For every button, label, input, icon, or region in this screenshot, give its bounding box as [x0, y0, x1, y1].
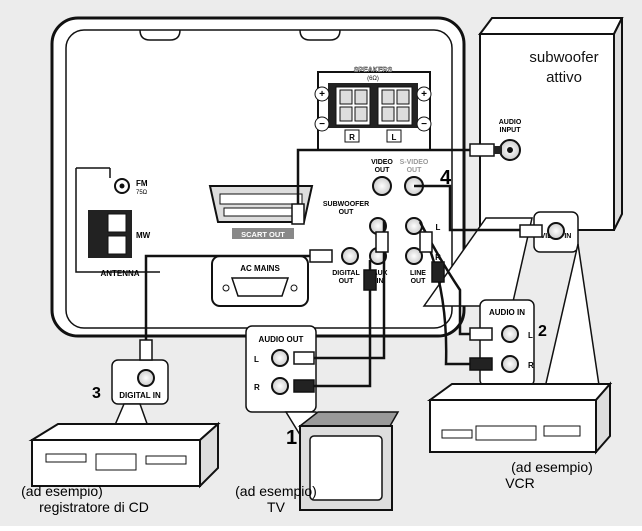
mw-label: MW	[136, 231, 151, 240]
subwoofer-title-2: attivo	[546, 69, 582, 86]
tv-caption-2: TV	[267, 499, 286, 515]
audio-input-label-1: AUDIO	[499, 119, 522, 126]
line-out-label-1: LINE	[410, 270, 426, 277]
subwoofer-cable	[296, 148, 470, 204]
fm-ohm-label: 75Ω	[136, 190, 148, 196]
cd-caption-1: (ad esempio)	[21, 483, 103, 499]
svideo-out-label-2: OUT	[407, 167, 423, 174]
video-out-jack[interactable]	[372, 176, 392, 196]
unit-jacks[interactable]	[341, 176, 424, 265]
vcr-step-number: 2	[538, 323, 547, 340]
digital-out-label-1: DIGITAL	[332, 270, 360, 277]
audio-input-label-2: INPUT	[500, 127, 522, 134]
subwoofer-out-label-2: OUT	[339, 209, 355, 216]
vcr-caption-1: (ad esempio)	[511, 459, 593, 475]
tv-caption-1: (ad esempio)	[235, 483, 317, 499]
aux-in-label-2: IN	[377, 278, 384, 285]
line-out-r-jack[interactable]	[405, 247, 423, 265]
line-out-label-2: OUT	[411, 278, 427, 285]
speaker-terminals[interactable]: SPEAKERS (6Ω) R L + − + −	[314, 67, 432, 151]
antenna-label: ANTENNA	[100, 269, 139, 278]
cd-digital-in-label: DIGITAL IN	[119, 391, 161, 400]
video-out-label-1: VIDEO	[371, 159, 393, 166]
ac-mains-socket[interactable]: AC MAINS	[211, 255, 309, 307]
tv-r-cable	[312, 260, 372, 388]
digital-out-jack[interactable]	[341, 247, 359, 265]
vcr-jack-l-label: L	[528, 331, 533, 340]
fm-label: FM	[136, 179, 148, 188]
tv-audio-out-l-jack[interactable]	[271, 349, 289, 367]
scart-connector[interactable]: SCART OUT	[208, 185, 314, 239]
aux-in-label-1: AUX	[373, 270, 388, 277]
speaker-r-label: R	[349, 133, 355, 142]
vcr-audio-in-l-jack[interactable]	[501, 325, 519, 343]
scart-label: SCART OUT	[241, 230, 285, 239]
ac-mains-label: AC MAINS	[240, 264, 280, 273]
speaker-plus-left: +	[319, 89, 325, 100]
speaker-minus-right: −	[421, 119, 427, 130]
vcr-caption-2: VCR	[505, 475, 535, 491]
subwoofer-title-1: subwoofer	[529, 49, 598, 66]
tv-jack-r-label: R	[254, 383, 260, 392]
tv-device: AUDIO OUT L R 1 (ad esempio) TV	[235, 325, 400, 515]
cd-recorder-device: DIGITAL IN 3 (ad esempio) registratore d…	[21, 359, 221, 515]
svideo-out-label-1: S-VIDEO	[400, 159, 429, 166]
cd-step-number: 3	[92, 385, 101, 402]
cd-caption-2: registratore di CD	[39, 499, 149, 515]
vcr-audio-in-r-jack[interactable]	[501, 355, 519, 373]
subwoofer-out-label-1: SUBWOOFER	[323, 201, 369, 208]
unit-jack-l-label: L	[436, 223, 441, 232]
tv-l-cable	[312, 220, 386, 360]
vcr-device: VIDEO IN AUDIO IN L R 2 (ad esempio) VCR	[422, 211, 613, 491]
digital-cable	[144, 254, 310, 360]
tv-audio-out-r-jack[interactable]	[271, 377, 289, 395]
plugs	[139, 143, 543, 393]
speakers-label: SPEAKERS	[354, 67, 393, 74]
video-out-label-2: OUT	[375, 167, 391, 174]
vcr-video-in-jack[interactable]	[547, 222, 565, 240]
speaker-plus-right: +	[421, 89, 427, 100]
digital-out-label-2: OUT	[339, 278, 355, 285]
vcr-jack-r-label: R	[528, 361, 534, 370]
speaker-minus-left: −	[319, 119, 325, 130]
antenna-section: FM 75Ω MW ANTENNA	[75, 167, 160, 278]
unit-jack-r-label: R	[435, 253, 441, 262]
subwoofer-step-number: 4	[440, 167, 452, 189]
tv-step-number: 1	[286, 427, 297, 449]
subwoofer-device: subwoofer attivo AUDIO INPUT	[478, 17, 624, 231]
video-cable	[414, 184, 520, 232]
tv-jack-l-label: L	[254, 355, 259, 364]
speakers-ohm-label: (6Ω)	[367, 76, 379, 82]
jack-labels: VIDEO OUT S-VIDEO OUT SUBWOOFER OUT DIGI…	[323, 159, 441, 285]
cd-digital-in-jack[interactable]	[137, 369, 155, 387]
tv-audio-out-label: AUDIO OUT	[259, 335, 304, 344]
speaker-l-label: L	[392, 133, 397, 142]
vcr-audio-in-label: AUDIO IN	[489, 308, 525, 317]
